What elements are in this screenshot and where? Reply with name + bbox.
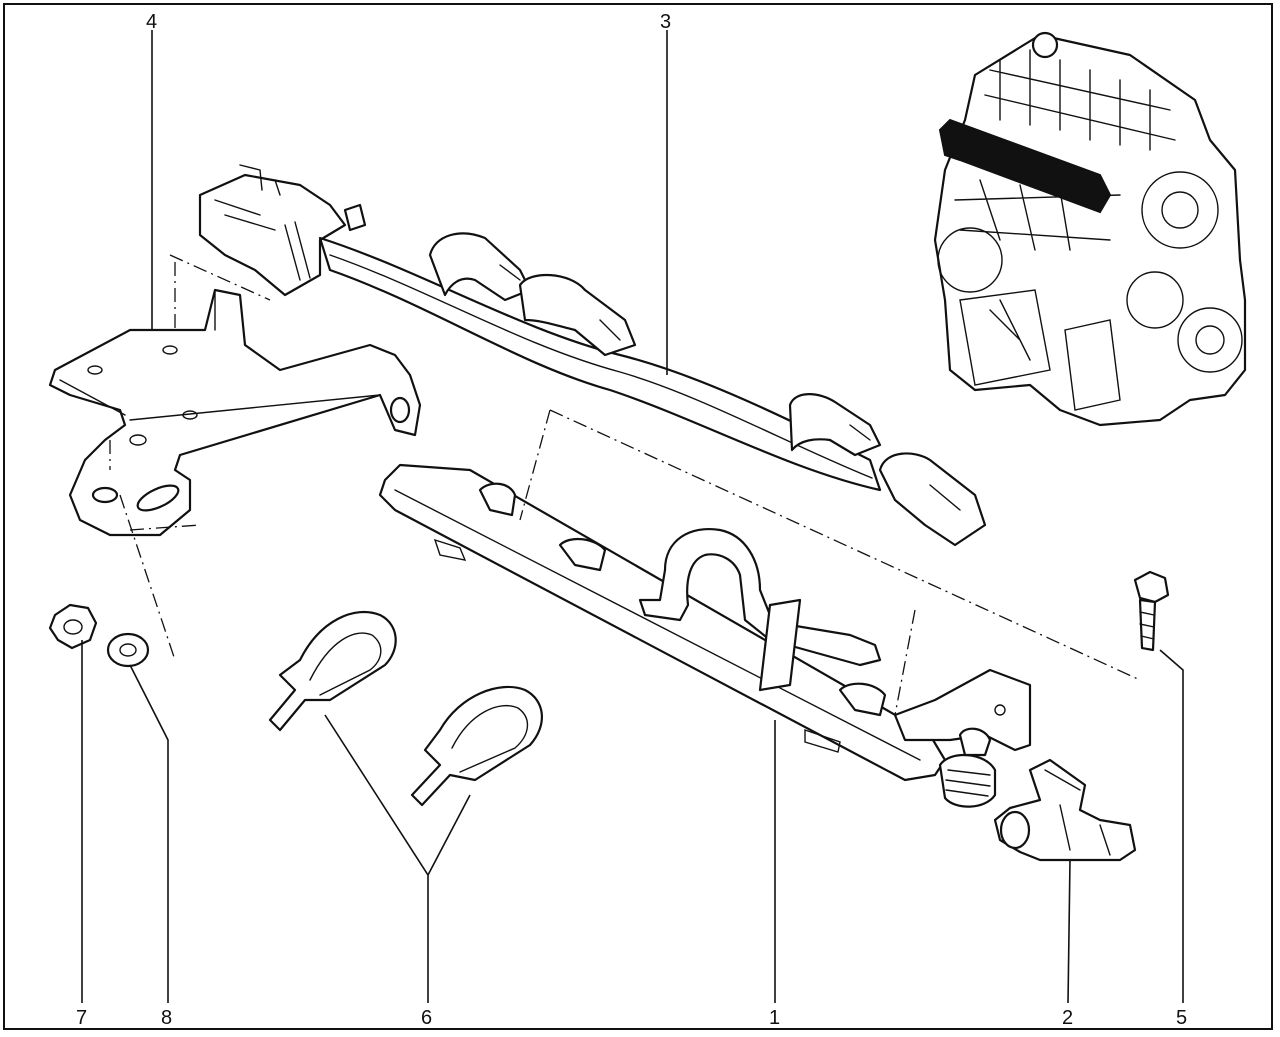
fuel-rail-part-1: [378, 463, 1032, 808]
washer-part-8: [106, 632, 150, 668]
callout-6: 6: [421, 1007, 432, 1029]
callout-4: 4: [146, 11, 157, 33]
engine-inset-illustration: [933, 31, 1247, 427]
nut-part-7: [48, 603, 98, 650]
callout-8: 8: [161, 1007, 172, 1029]
diagram-frame: [3, 3, 1273, 1030]
clip-part-6a: [268, 610, 397, 732]
bracket-part-4: [48, 288, 422, 537]
assembly-lines: [109, 254, 1141, 716]
callout-2: 2: [1062, 1007, 1073, 1029]
bolt-part-5: [1133, 570, 1170, 652]
clip-part-6b: [410, 685, 544, 807]
callout-5: 5: [1176, 1007, 1187, 1029]
callout-7: 7: [76, 1007, 87, 1029]
callout-3: 3: [660, 11, 671, 33]
wiring-harness-part-3: [198, 164, 987, 547]
callout-labels: 4 3 7 8 6 1 2 5: [76, 11, 1187, 1029]
callout-1: 1: [769, 1007, 780, 1029]
leader-lines: [81, 30, 1184, 1004]
injector-part-2: [993, 758, 1137, 862]
